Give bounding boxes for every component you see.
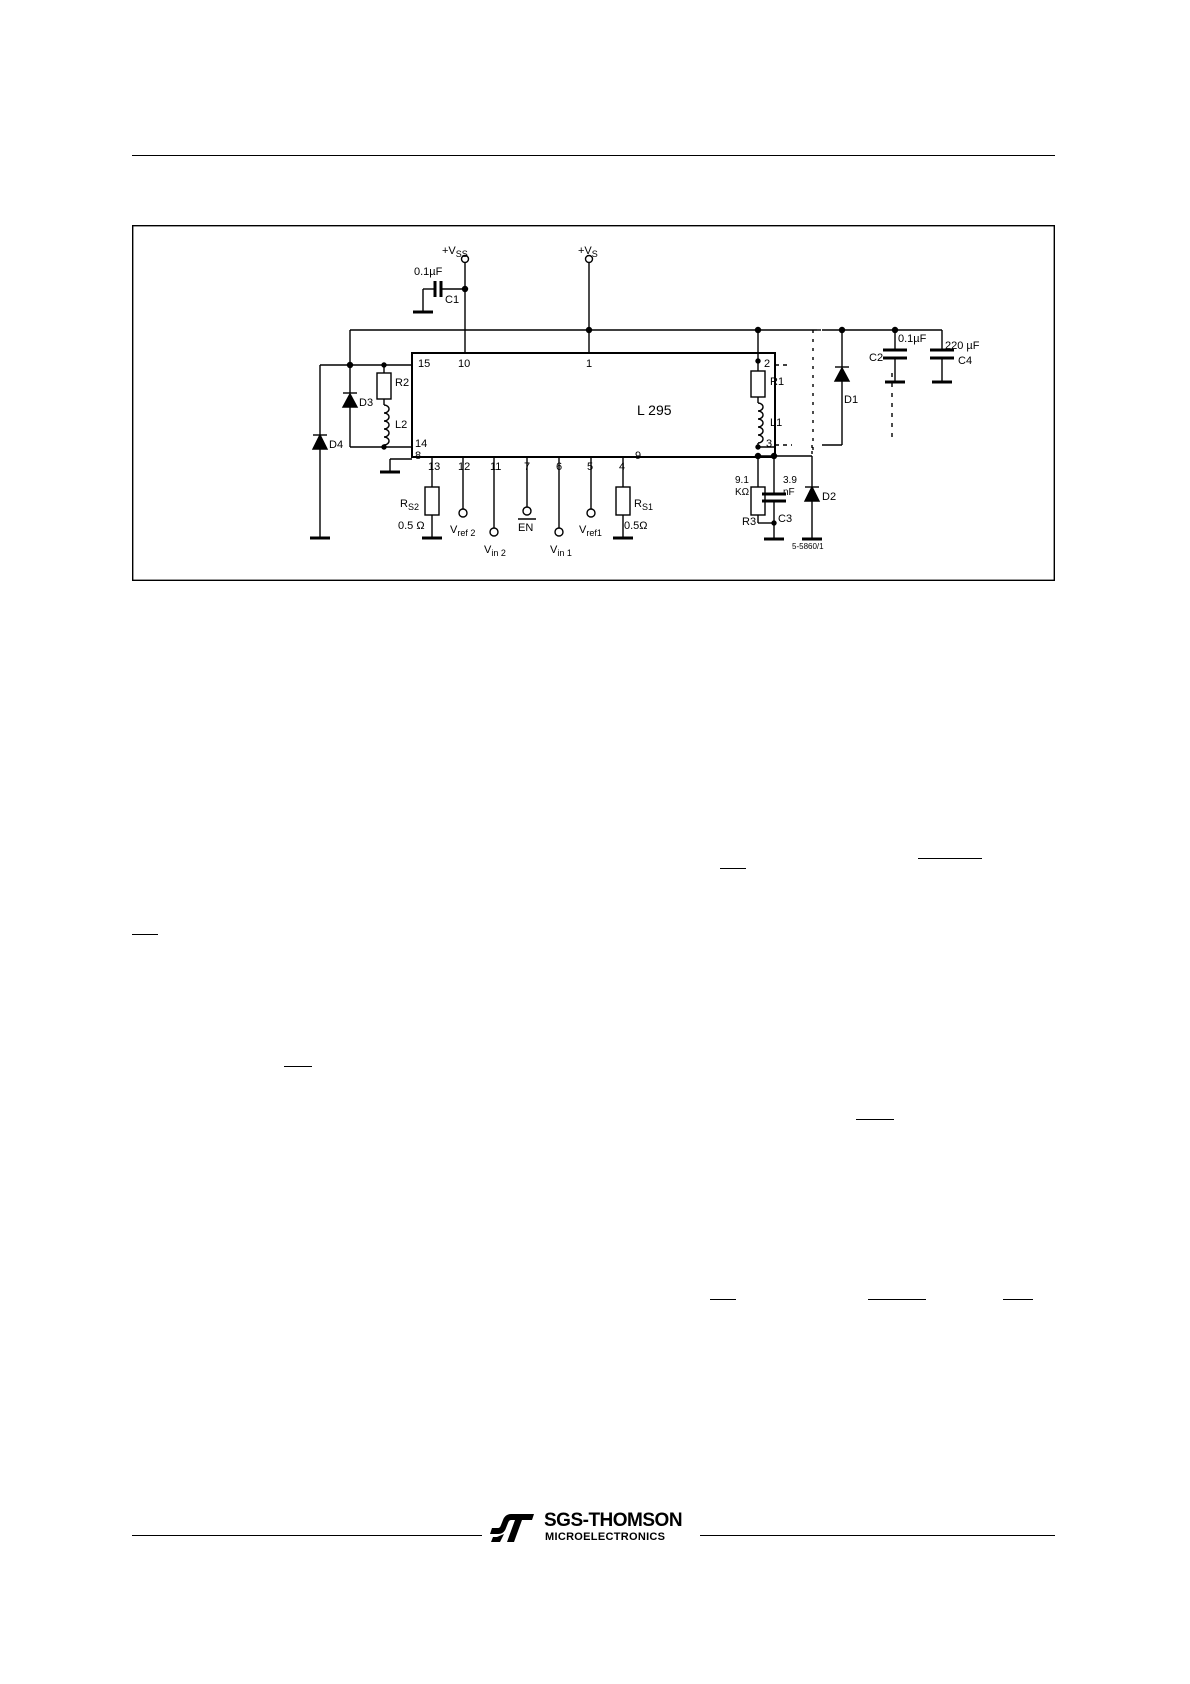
overline-mark bbox=[868, 1299, 926, 1300]
r3-value-1: 9.1 bbox=[735, 475, 749, 486]
svg-text:9: 9 bbox=[635, 450, 641, 462]
circuit-schematic: L 295 +VSS 0.1µF C1 +VS 0.1µF C2 220 µF … bbox=[132, 225, 1055, 581]
overline-mark bbox=[1003, 1299, 1033, 1300]
footer-rule-right bbox=[700, 1535, 1055, 1536]
ic-label: L 295 bbox=[637, 402, 672, 418]
d2-label: D2 bbox=[822, 491, 836, 503]
r2-label: R2 bbox=[395, 377, 409, 389]
svg-text:5: 5 bbox=[587, 461, 593, 473]
svg-text:14: 14 bbox=[415, 438, 427, 450]
svg-text:3: 3 bbox=[766, 438, 772, 450]
overline-mark bbox=[720, 868, 746, 869]
rs2-value: 0.5 Ω bbox=[398, 520, 425, 532]
vss-terminal bbox=[460, 254, 470, 264]
svg-text:4: 4 bbox=[619, 461, 625, 473]
c1-label: C1 bbox=[445, 294, 459, 306]
vref2-label: Vref 2 bbox=[450, 524, 475, 538]
vin2-label: Vin 2 bbox=[484, 544, 506, 558]
svg-text:11: 11 bbox=[490, 461, 501, 473]
brand-name: SGS-THOMSON bbox=[544, 1510, 683, 1531]
overline-mark bbox=[918, 858, 982, 859]
c1-value: 0.1µF bbox=[414, 266, 443, 278]
c3-value-1: 3.9 bbox=[783, 475, 797, 486]
svg-text:10: 10 bbox=[458, 358, 470, 370]
ic-body bbox=[411, 352, 776, 458]
en-label: EN bbox=[518, 522, 533, 534]
c4-label: C4 bbox=[958, 355, 972, 367]
d3-label: D3 bbox=[359, 397, 373, 409]
r1-label: R1 bbox=[770, 376, 784, 388]
footer-rule-left bbox=[132, 1535, 482, 1536]
overline-mark bbox=[132, 934, 158, 935]
header-rule bbox=[132, 155, 1055, 156]
r3-value-2: KΩ bbox=[735, 487, 750, 498]
figure-frame bbox=[132, 225, 1055, 581]
vss-label: +VSS bbox=[442, 245, 468, 259]
vs-terminal bbox=[584, 254, 594, 264]
d1-label: D1 bbox=[844, 394, 858, 406]
l1-label: L1 bbox=[770, 417, 782, 429]
rs2-resistor bbox=[424, 486, 440, 516]
overline-mark bbox=[284, 1066, 312, 1067]
svg-text:13: 13 bbox=[428, 461, 440, 473]
st-logo-icon bbox=[490, 1514, 534, 1542]
svg-text:1: 1 bbox=[586, 358, 592, 370]
c3-label: C3 bbox=[778, 513, 792, 525]
vin1-label: Vin 1 bbox=[550, 544, 572, 558]
d4-label: D4 bbox=[329, 439, 343, 451]
c2-value: 0.1µF bbox=[898, 333, 927, 345]
c2-label: C2 bbox=[869, 352, 883, 364]
company-logo: SGS-THOMSON MICROELECTRONICS bbox=[488, 1508, 700, 1544]
rs2-label: RS2 bbox=[400, 498, 419, 512]
overline-mark bbox=[856, 1119, 894, 1120]
l2-label: L2 bbox=[395, 419, 407, 431]
brand-subtitle: MICROELECTRONICS bbox=[545, 1531, 666, 1543]
svg-text:2: 2 bbox=[764, 358, 770, 370]
svg-text:8: 8 bbox=[415, 450, 421, 462]
rs1-label: RS1 bbox=[634, 498, 653, 512]
drawing-code: 5-5860/1 bbox=[792, 542, 824, 551]
overline-mark bbox=[710, 1299, 736, 1300]
r1-resistor bbox=[750, 370, 766, 398]
rs1-resistor bbox=[615, 486, 631, 516]
r2-resistor bbox=[376, 372, 392, 400]
vref1-label: Vref1 bbox=[579, 524, 602, 538]
svg-text:15: 15 bbox=[418, 358, 430, 370]
c3-value-2: nF bbox=[783, 487, 795, 498]
vs-label: +VS bbox=[578, 245, 598, 259]
c4-value: 220 µF bbox=[945, 340, 980, 352]
rs1-value: 0.5Ω bbox=[624, 520, 648, 532]
r3-label: R3 bbox=[742, 516, 756, 528]
svg-text:12: 12 bbox=[458, 461, 470, 473]
